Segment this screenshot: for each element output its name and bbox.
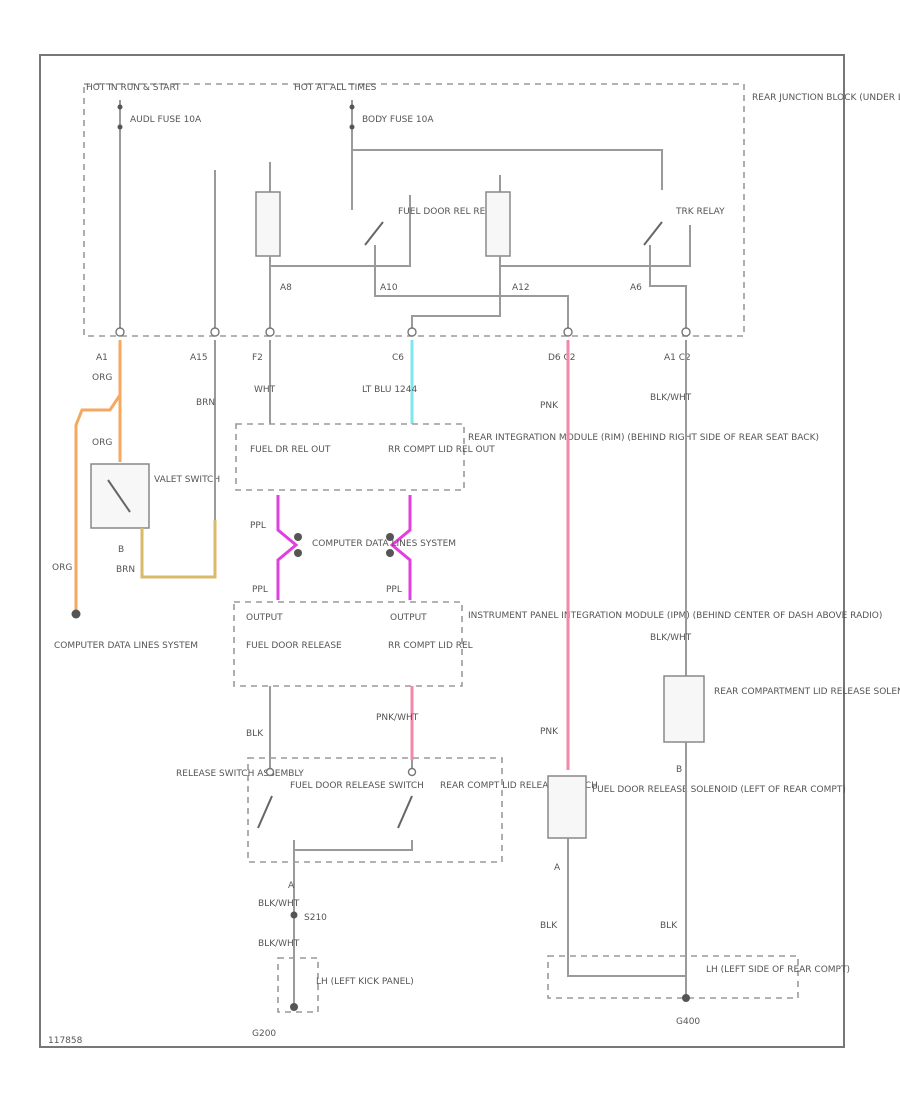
pin-a6: A6 [630, 283, 642, 293]
pin-b: B [118, 545, 124, 555]
relay-coil-1 [255, 191, 281, 257]
relay-coil-2 [485, 191, 511, 257]
pin-a10: A10 [380, 283, 398, 293]
wire-ppl-label: PPL [250, 521, 266, 531]
lh-kick-panel-label: LH (LEFT KICK PANEL) [316, 977, 414, 987]
wire-pnk-wht-label: PNK/WHT [376, 713, 419, 723]
rim-label: REAR INTEGRATION MODULE (RIM) (BEHIND RI… [468, 433, 819, 443]
pin-d6c2: D6 C2 [548, 353, 576, 363]
diagram-frame [39, 54, 845, 1048]
rear-compt-switch-label: REAR COMPT LID RELEASE SWITCH [440, 781, 598, 791]
computer-data-lines-label-2: COMPUTER DATA LINES SYSTEM [312, 539, 456, 549]
pin-a-switch: A [288, 881, 295, 891]
wire-pnk-label-2: PNK [540, 727, 559, 737]
pin-c6: C6 [392, 353, 404, 363]
junction-block-box [83, 83, 745, 337]
wire-blk-wht-label-3: BLK/WHT [650, 393, 692, 403]
wire-pnk-label: PNK [540, 401, 559, 411]
wire-org-label-3: ORG [52, 563, 72, 573]
trunk-relay-label: TRK RELAY [675, 207, 725, 217]
rim-module [235, 423, 465, 491]
wire-org-label-2: ORG [92, 438, 112, 448]
switch-assembly-box [247, 757, 503, 863]
computer-data-lines-label: COMPUTER DATA LINES SYSTEM [54, 641, 198, 651]
hot-at-all-times-label: HOT AT ALL TIMES [294, 83, 377, 93]
wire-org-label: ORG [92, 373, 112, 383]
ipm-label: INSTRUMENT PANEL INTEGRATION MODULE (IPM… [468, 611, 882, 621]
wire-brn-label: BRN [196, 398, 215, 408]
data-line-left [276, 495, 299, 600]
fuel-door-relay-label: FUEL DOOR REL RELAY [398, 207, 502, 217]
hot-in-run-label: HOT IN RUN & START [86, 83, 181, 93]
ipm-rr-compt: RR COMPT LID REL [388, 641, 473, 651]
valet-switch-label: VALET SWITCH [154, 475, 220, 485]
rim-fuel-dr: FUEL DR REL OUT [250, 445, 331, 455]
switch-assembly-label: RELEASE SWITCH ASSEMBLY [176, 769, 304, 779]
ground-g400: G400 [676, 1017, 700, 1027]
pin-a1c2: A1 C2 [664, 353, 691, 363]
fuel-door-switch [257, 795, 273, 829]
wire-ppl-label-2: PPL [252, 585, 268, 595]
ipm-module [233, 601, 463, 687]
pin-a12: A12 [512, 283, 530, 293]
wire-lt-blu-label: LT BLU 1244 [362, 385, 418, 395]
data-line-right [389, 495, 412, 600]
wire-wht-label: WHT [254, 385, 276, 395]
pin-a1: A1 [96, 353, 108, 363]
pin-f2: F2 [252, 353, 263, 363]
junction-block-label: REAR JUNCTION BLOCK (UNDER LEFT REAR SEA… [752, 93, 900, 103]
fuel-door-solenoid [547, 775, 587, 839]
ipm-output-2: OUTPUT [390, 613, 427, 623]
brn-wire [140, 520, 217, 579]
fuel-door-switch-label: FUEL DOOR RELEASE SWITCH [290, 781, 424, 791]
valet-switch-contact [107, 479, 131, 513]
wire-blk-wht-label-2: BLK/WHT [258, 939, 300, 949]
wire-blk-label: BLK [246, 729, 264, 739]
pin-a15: A15 [190, 353, 208, 363]
wire-blk-label-3: BLK [660, 921, 678, 931]
rear-lid-solenoid [663, 675, 705, 743]
pin-a8: A8 [280, 283, 292, 293]
wire-blk-wht-label-4: BLK/WHT [650, 633, 692, 643]
pin-b-solenoid: B [676, 765, 682, 775]
lh-ground-box [277, 957, 319, 1013]
lh-rear-ground-box [547, 955, 799, 999]
wire-brn-label-2: BRN [116, 565, 135, 575]
ground-g200: G200 [252, 1029, 276, 1039]
wire-ppl-label-3: PPL [386, 585, 402, 595]
ipm-output-1: OUTPUT [246, 613, 283, 623]
diagram-id: 117858 [48, 1036, 83, 1046]
ipm-fuel-door: FUEL DOOR RELEASE [246, 641, 342, 651]
splice-s210: S210 [304, 913, 327, 923]
rim-rr-compt: RR COMPT LID REL OUT [388, 445, 495, 455]
wire-blk-wht-label: BLK/WHT [258, 899, 300, 909]
relay-switch-1 [364, 221, 384, 246]
org-wire [74, 340, 122, 612]
rear-compt-switch [397, 795, 413, 829]
relay-switch-2 [643, 221, 663, 246]
wire-blk-label-2: BLK [540, 921, 558, 931]
rear-lid-solenoid-label: REAR COMPARTMENT LID RELEASE SOLENOID (C… [714, 687, 900, 697]
fuel-door-solenoid-label: FUEL DOOR RELEASE SOLENOID (LEFT OF REAR… [592, 785, 846, 795]
fuse-b-label: BODY FUSE 10A [362, 115, 434, 125]
lh-rear-label: LH (LEFT SIDE OF REAR COMPT) [706, 965, 850, 975]
pin-a-solenoid: A [554, 863, 561, 873]
fuse-a-label: AUDL FUSE 10A [130, 115, 202, 125]
